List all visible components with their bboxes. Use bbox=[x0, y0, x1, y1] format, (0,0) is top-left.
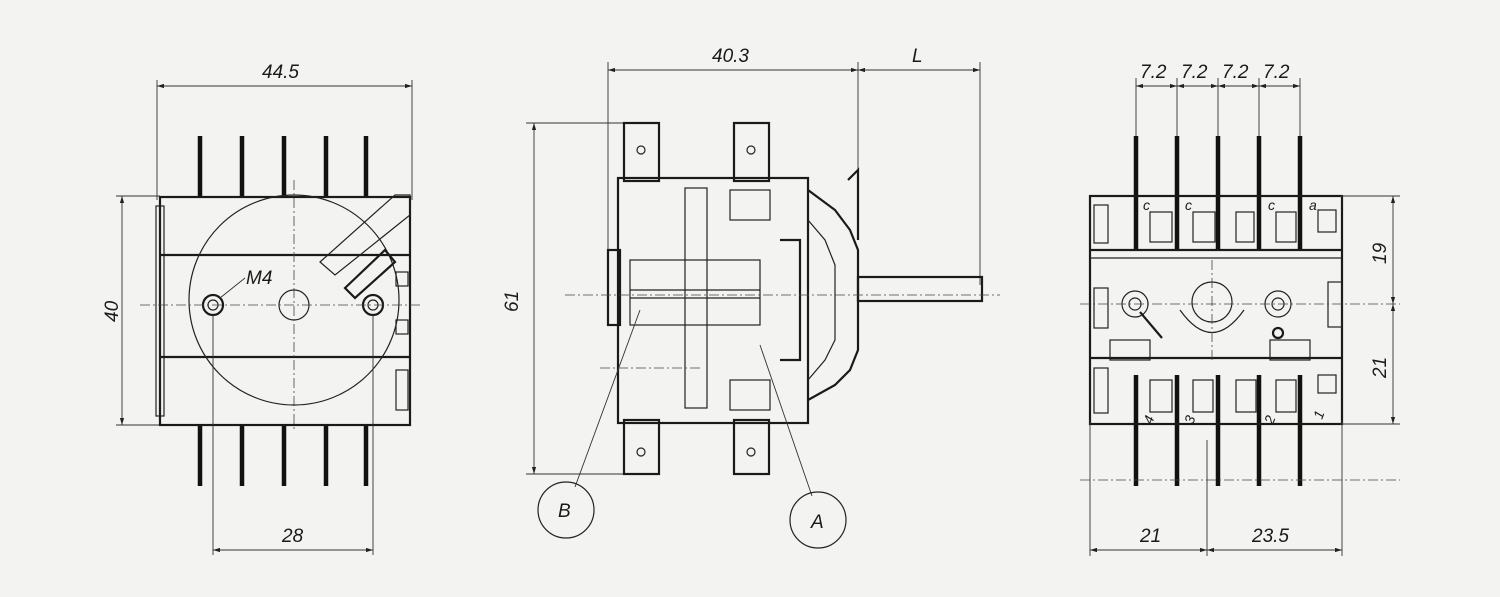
callout-b: B bbox=[558, 501, 571, 522]
shaft-length-dim: L bbox=[912, 46, 923, 67]
front-height-dim: 40 bbox=[102, 300, 123, 322]
right-bottom-dim: 23.5 bbox=[1251, 526, 1289, 547]
rear-view: 7.2 7.2 7.2 7.2 bbox=[1080, 62, 1400, 556]
terminal-label-top-3: c bbox=[1268, 197, 1275, 213]
lower-dim: 21 bbox=[1370, 357, 1391, 379]
terminal-label-top-1: c bbox=[1143, 197, 1150, 213]
pitch-dim-3: 7.2 bbox=[1222, 62, 1249, 83]
terminal-label-bottom-4: 1 bbox=[1310, 408, 1328, 421]
side-height-dim: 61 bbox=[502, 291, 523, 312]
left-bottom-dim: 21 bbox=[1139, 526, 1161, 547]
pitch-dim-4: 7.2 bbox=[1263, 62, 1290, 83]
upper-dim: 19 bbox=[1370, 242, 1391, 264]
terminal-label-top-4: a bbox=[1309, 197, 1317, 213]
screw-label: M4 bbox=[246, 268, 272, 289]
front-view: 44.5 40 bbox=[102, 62, 420, 555]
side-view: 40.3 L 61 B bbox=[502, 46, 1000, 549]
depth-dim: 40.3 bbox=[712, 46, 749, 67]
hole-spacing-dim: 28 bbox=[281, 526, 304, 547]
callout-a: A bbox=[810, 512, 824, 533]
pitch-dim-1: 7.2 bbox=[1140, 62, 1167, 83]
terminal-label-top-2: c bbox=[1185, 197, 1192, 213]
pitch-dim-2: 7.2 bbox=[1181, 62, 1208, 83]
front-width-dim: 44.5 bbox=[262, 62, 299, 83]
